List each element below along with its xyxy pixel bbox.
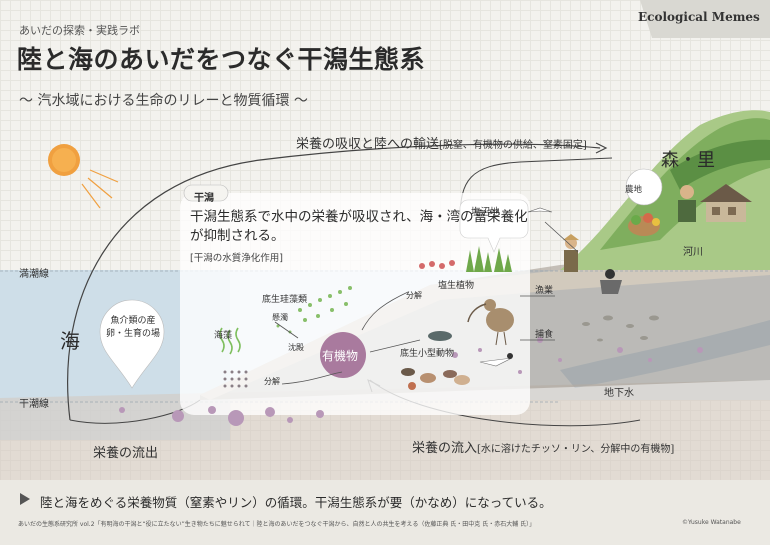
arrowhead-icon (595, 142, 608, 154)
organic-matter-label: 有機物 (322, 349, 359, 363)
salt-plants-label: 塩生植物 (438, 281, 475, 291)
decompose-label-2: 分解 (406, 291, 422, 300)
uptake-transport-label: 栄養の吸収と陸への輸送[脱窒、有機物の供給、窒素固定] (296, 133, 587, 152)
fishery-label: 漁業 (535, 286, 554, 296)
feed-arrow (369, 339, 421, 353)
seaweed-label: 海藻 (214, 331, 233, 341)
uptake-transport-note: [脱窒、有機物の供給、窒素固定] (439, 140, 587, 151)
tidal-flat-heading: 干潟 (194, 193, 214, 204)
forest-village-label: 森・里 (661, 150, 715, 171)
detritus-dots (223, 370, 248, 388)
uptake-transport-main: 栄養の吸収と陸への輸送 (296, 137, 440, 152)
benthic-diatom-label: 底生珪藻類 (262, 295, 308, 305)
nutrient-inflow-main: 栄養の流入 (412, 441, 478, 456)
nutrient-cycle-arrow (67, 143, 601, 421)
salt-marsh-label: 塩沼地 (471, 207, 500, 218)
tidal-flat-note: [干潟の水質浄化作用] (190, 253, 283, 264)
settling-label: 沈殿 (288, 343, 304, 352)
farmhouse (700, 184, 752, 222)
fisherman-icon (544, 221, 579, 272)
decompose-label-1: 分解 (264, 377, 280, 386)
nutrient-inflow-note: [水に溶けたチッソ・リン、分解中の有機物] (477, 444, 675, 455)
farm-badge (625, 168, 663, 206)
habitat-label: 魚介類の産卵・生育の場 (105, 316, 160, 339)
footer-summary: 陸と海をめぐる栄養物質（窒素やリン）の循環。干潟生態系が要（かなめ）になっている… (40, 495, 552, 510)
farmland-label: 農地 (625, 185, 643, 195)
benthic-diatom-dots (276, 286, 352, 334)
suspended-label: 懸濁 (272, 313, 288, 322)
copyright-credit: ©Yusuke Watanabe (682, 519, 741, 526)
predation-label: 捕食 (535, 330, 554, 340)
series-label: あいだの探索・実践ラボ (19, 24, 140, 37)
low-tide-label: 干潮線 (19, 399, 49, 410)
decompose-arrow (361, 291, 409, 331)
tidal-flat-box (180, 193, 530, 415)
salt-marsh-plants (419, 246, 512, 272)
page-title: 陸と海のあいだをつなぐ干潟生態系 (17, 45, 426, 74)
habitat-pin (99, 299, 165, 389)
brand-logo: Ecological Memes (638, 10, 760, 24)
curlew-icon (467, 299, 514, 346)
page-subtitle: 〜 汽水域における生命のリレーと物質循環 〜 (19, 93, 308, 109)
tern-icon (479, 353, 513, 367)
nutrient-inflow-label: 栄養の流入[水に溶けたチッソ・リン、分解中の有機物] (412, 437, 674, 456)
seaweed-icon (219, 327, 241, 355)
sea-label: 海 (60, 329, 80, 353)
river-label: 河川 (683, 247, 703, 258)
decompose-arrow (281, 371, 343, 385)
vegetable-basket-icon (628, 213, 660, 236)
organic-matter-circle (320, 332, 366, 378)
benthic-animals-label: 底生小型動物 (400, 349, 455, 359)
forest-dark (670, 139, 770, 190)
tidal-flat-description: 干潟生態系で水中の栄養が吸収され、海・湾の富栄養化が抑制される。 (190, 209, 528, 244)
benthic-animals (401, 331, 470, 390)
footer-band (0, 480, 770, 545)
clam-digger-icon (600, 269, 622, 294)
settle-arrow (274, 321, 299, 339)
sun-icon (48, 144, 119, 209)
triangle-bullet-icon (20, 493, 30, 505)
shell-stones (582, 315, 659, 342)
nutrient-outflow-label: 栄養の流出 (93, 446, 159, 461)
footer-citation: あいだの生態系研究所 vol.2「有明海の干潟と“役に立たない”生き物たちに魅せ… (18, 521, 536, 528)
groundwater-label: 地下水 (604, 388, 634, 399)
brand-tab (640, 0, 770, 38)
farmer-icon (678, 185, 696, 222)
nutrient-dots (119, 337, 703, 426)
box-tab (183, 184, 229, 202)
marsh-pin (459, 199, 529, 253)
high-tide-label: 満潮線 (19, 269, 49, 280)
flying-bird-icon (527, 207, 553, 213)
